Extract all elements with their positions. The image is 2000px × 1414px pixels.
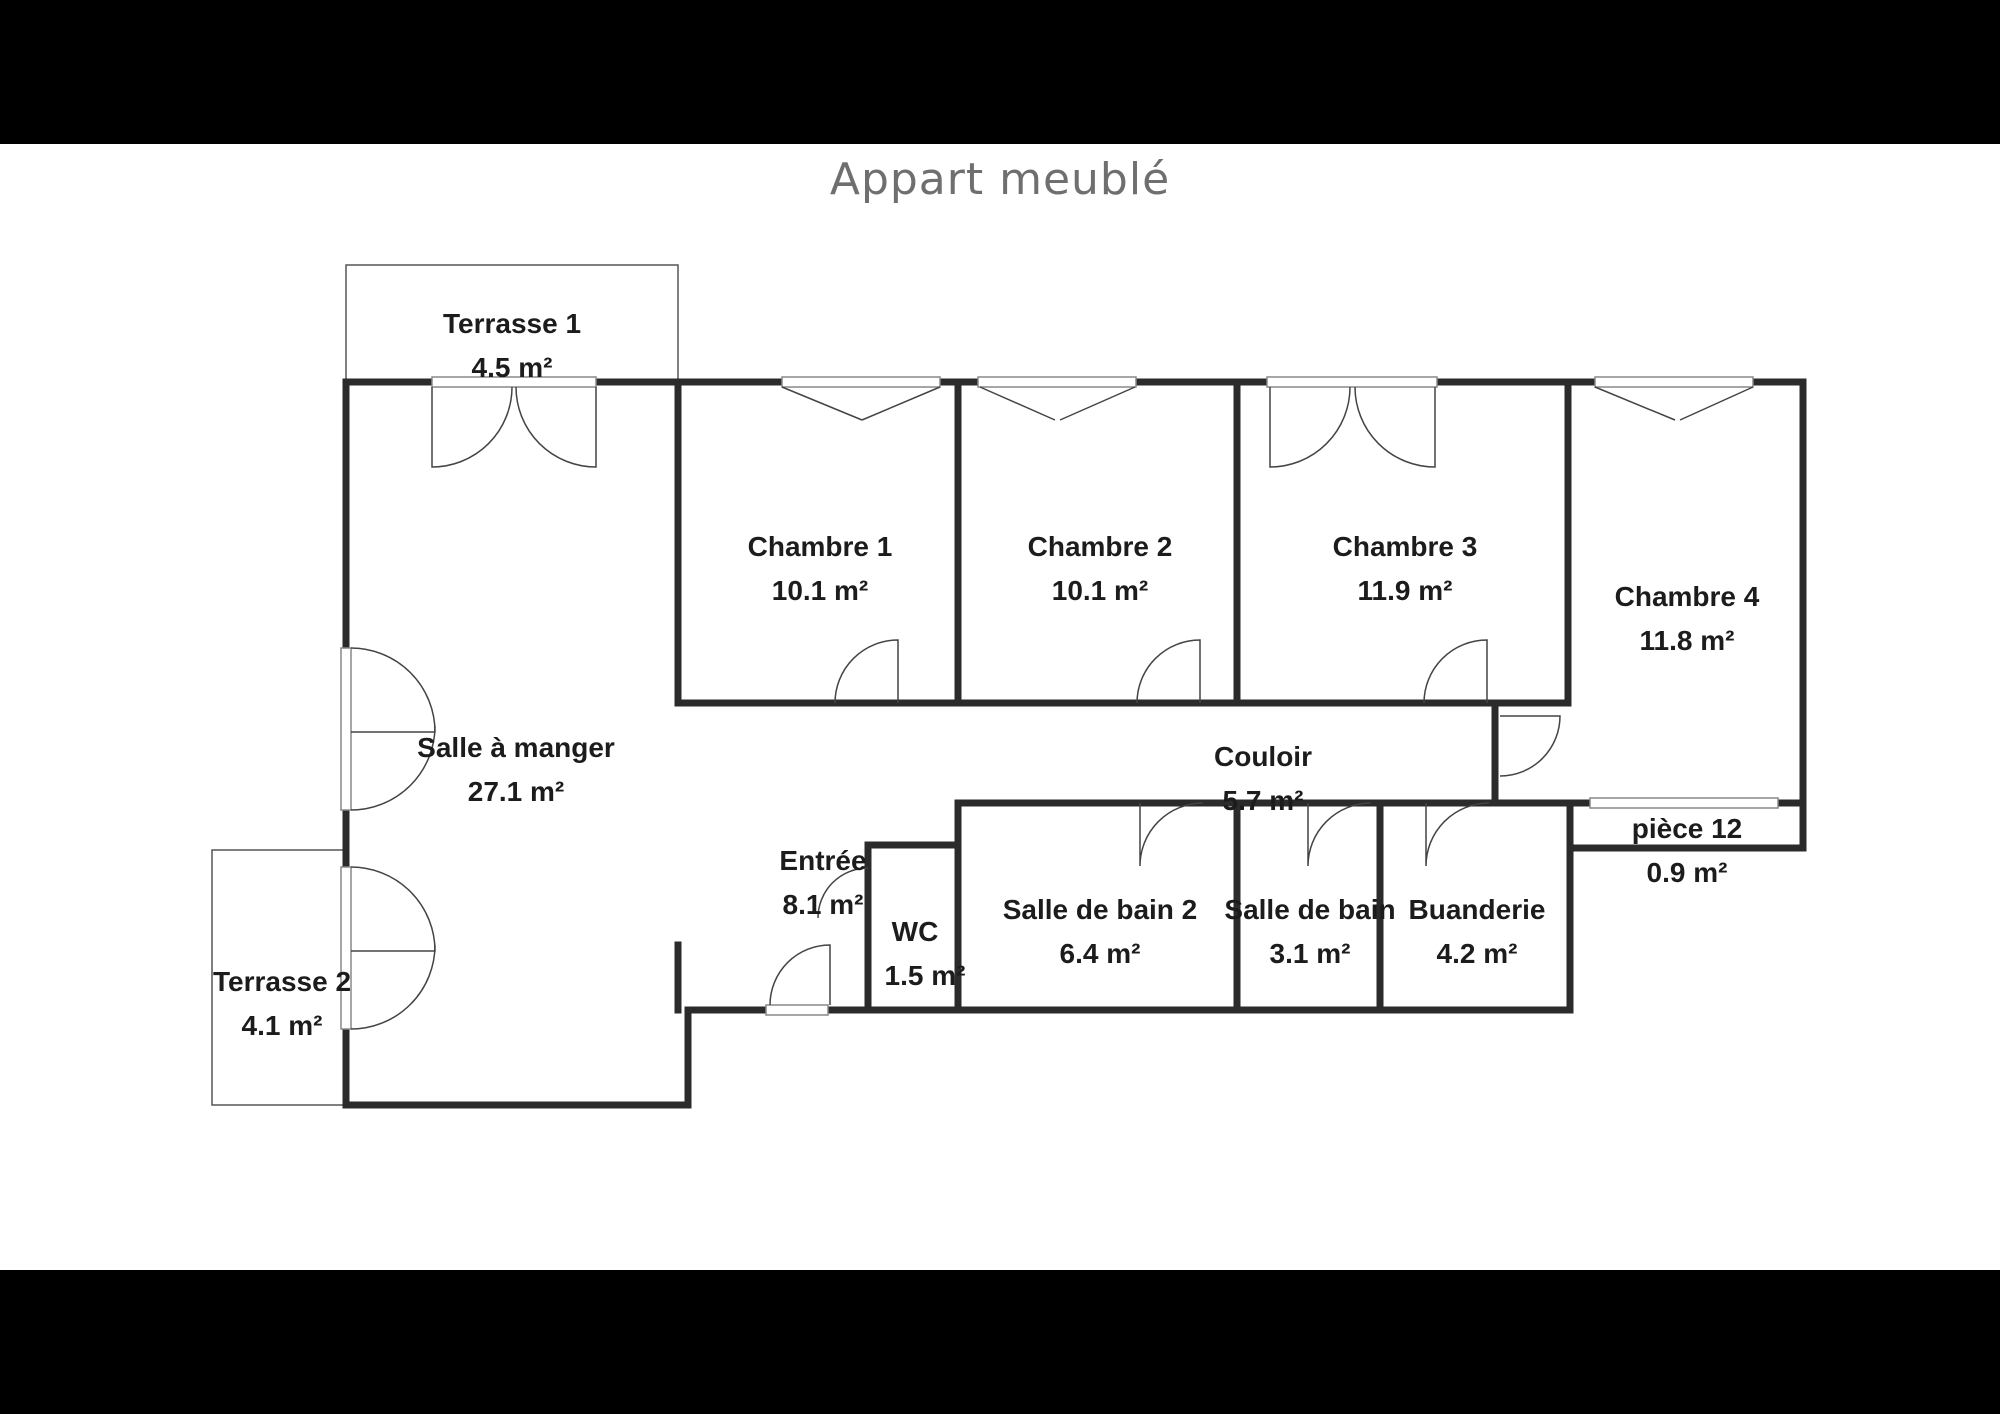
salle-de-bain-name: Salle de bain	[1224, 894, 1395, 925]
chambre-3-name: Chambre 3	[1333, 531, 1478, 562]
chambre-4-name: Chambre 4	[1615, 581, 1760, 612]
salle-de-bain-2-name: Salle de bain 2	[1003, 894, 1198, 925]
floor-plan-sheet	[0, 144, 2000, 1270]
piece-12-name: pièce 12	[1632, 813, 1743, 844]
entree-name: Entrée	[779, 845, 866, 876]
wc-name: WC	[892, 916, 939, 947]
chambre-4-area: 11.8 m²	[1640, 625, 1735, 656]
salle-de-bain-area: 3.1 m²	[1270, 938, 1351, 969]
plan-title: Appart meublé	[829, 154, 1171, 205]
doors	[350, 386, 1754, 1030]
entree-area: 8.1 m²	[783, 889, 864, 920]
salle-a-manger-area: 27.1 m²	[468, 776, 565, 807]
terrasse-1-name: Terrasse 1	[443, 308, 581, 339]
buanderie-area: 4.2 m²	[1437, 938, 1518, 969]
chambre-3-area: 11.9 m²	[1358, 575, 1453, 606]
buanderie-name: Buanderie	[1409, 894, 1546, 925]
wc-area: 1.5 m²	[885, 960, 966, 991]
chambre-1-area: 10.1 m²	[772, 575, 869, 606]
salle-de-bain-2-area: 6.4 m²	[1060, 938, 1141, 969]
terrasse-2-area: 4.1 m²	[242, 1010, 323, 1041]
salle-a-manger-name: Salle à manger	[417, 732, 615, 763]
bottom-black-bar	[0, 1270, 2000, 1414]
chambre-2-name: Chambre 2	[1028, 531, 1173, 562]
chambre-1-name: Chambre 1	[748, 531, 893, 562]
terrasse-1-area: 4.5 m²	[472, 352, 553, 383]
chambre-2-area: 10.1 m²	[1052, 575, 1149, 606]
piece-12-area: 0.9 m²	[1647, 857, 1728, 888]
couloir-area: 5.7 m²	[1223, 785, 1304, 816]
couloir-name: Couloir	[1214, 741, 1312, 772]
top-black-bar	[0, 0, 2000, 144]
terrasse-2-name: Terrasse 2	[213, 966, 351, 997]
windows	[340, 376, 1779, 1030]
